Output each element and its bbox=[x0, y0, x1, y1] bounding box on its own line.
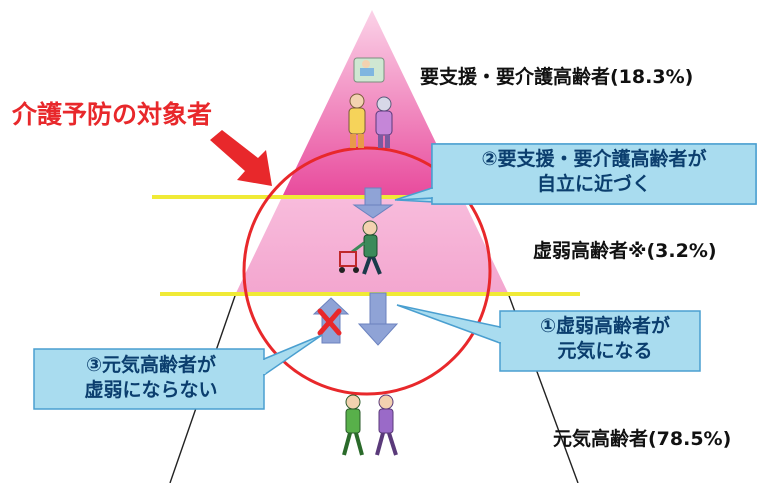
down-arrow-lower bbox=[357, 292, 399, 346]
tier-label-middle: 虚弱高齢者※(3.2%) bbox=[533, 240, 717, 262]
callout-improve-line2: 自立に近づく bbox=[536, 173, 651, 195]
callout-improve-text: ②要支援・要介護高齢者が 自立に近づく bbox=[432, 147, 756, 197]
callout-recover-line1: ①虚弱高齢者が bbox=[539, 315, 671, 337]
walker-icon bbox=[339, 220, 382, 275]
callout-improve bbox=[394, 143, 757, 205]
callout-prevent-line1: ③元気高齢者が bbox=[85, 354, 217, 376]
cross-icon bbox=[317, 308, 342, 336]
pointer-arrow-icon bbox=[210, 130, 272, 186]
top-tier-shape bbox=[282, 10, 462, 197]
callout-recover-line2: 元気になる bbox=[557, 340, 653, 362]
callout-prevent bbox=[33, 334, 323, 410]
target-circle bbox=[242, 146, 492, 396]
tier-label-top: 要支援・要介護高齢者(18.3%) bbox=[420, 66, 694, 88]
callout-prevent-line2: 虚弱にならない bbox=[84, 379, 218, 401]
elderly-pair-icon bbox=[348, 93, 393, 148]
page-title: 介護予防の対象者 bbox=[12, 100, 213, 129]
callout-prevent-text: ③元気高齢者が 虚弱にならない bbox=[46, 353, 256, 403]
divider-upper bbox=[152, 195, 572, 199]
tier-label-bottom: 元気高齢者(78.5%) bbox=[553, 428, 732, 450]
down-arrow-upper bbox=[352, 187, 394, 219]
callout-recover-text: ①虚弱高齢者が 元気になる bbox=[515, 314, 695, 364]
care-scene-icon bbox=[353, 57, 385, 83]
callout-improve-line1: ②要支援・要介護高齢者が bbox=[481, 148, 707, 170]
callout-recover bbox=[396, 304, 701, 372]
walking-pair-icon bbox=[342, 394, 398, 456]
